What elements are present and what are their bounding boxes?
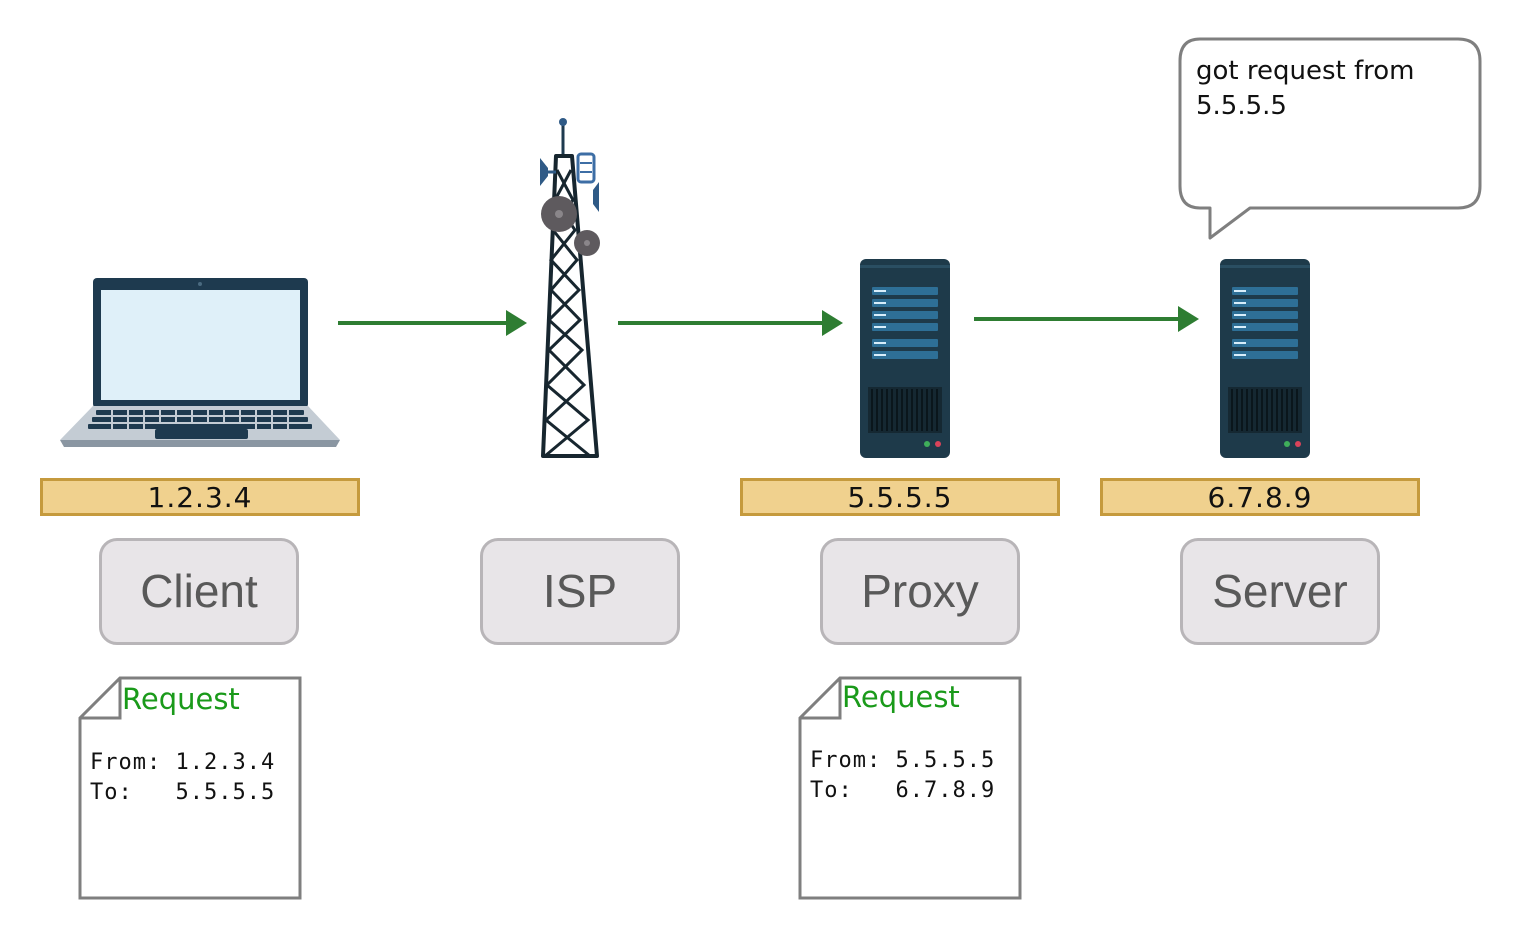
node-label-proxy: Proxy	[820, 538, 1020, 645]
request-document-proxy	[798, 676, 1022, 900]
ip-address-client: 1.2.3.4	[40, 478, 360, 516]
ip-address-proxy: 5.5.5.5	[740, 478, 1060, 516]
arrow-proxy-to-server	[974, 306, 1199, 332]
request-document-client	[78, 676, 302, 900]
page-fold-icon	[800, 678, 842, 720]
page-fold-icon	[80, 678, 122, 720]
node-label-client: Client	[99, 538, 299, 645]
speech-bubble	[1178, 37, 1482, 240]
ip-address-server: 6.7.8.9	[1100, 478, 1420, 516]
request-title: Request	[122, 682, 240, 716]
cell-tower-icon	[540, 118, 600, 458]
request-body: From: 5.5.5.5 To: 6.7.8.9	[810, 748, 996, 803]
server-icon	[1220, 259, 1310, 458]
speech-bubble-text: got request from 5.5.5.5	[1196, 56, 1415, 121]
request-card-proxy: Request From: 5.5.5.5 To: 6.7.8.9	[798, 676, 1024, 900]
node-label-isp: ISP	[480, 538, 680, 645]
laptop-icon	[60, 278, 340, 447]
request-title: Request	[842, 680, 960, 714]
arrow-client-to-isp	[338, 310, 527, 336]
node-label-server: Server	[1180, 538, 1380, 645]
request-card-client: Request From: 1.2.3.4 To: 5.5.5.5	[78, 678, 304, 902]
request-body: From: 1.2.3.4 To: 5.5.5.5	[90, 750, 276, 805]
arrow-isp-to-proxy	[618, 310, 843, 336]
server-icon	[860, 259, 950, 458]
